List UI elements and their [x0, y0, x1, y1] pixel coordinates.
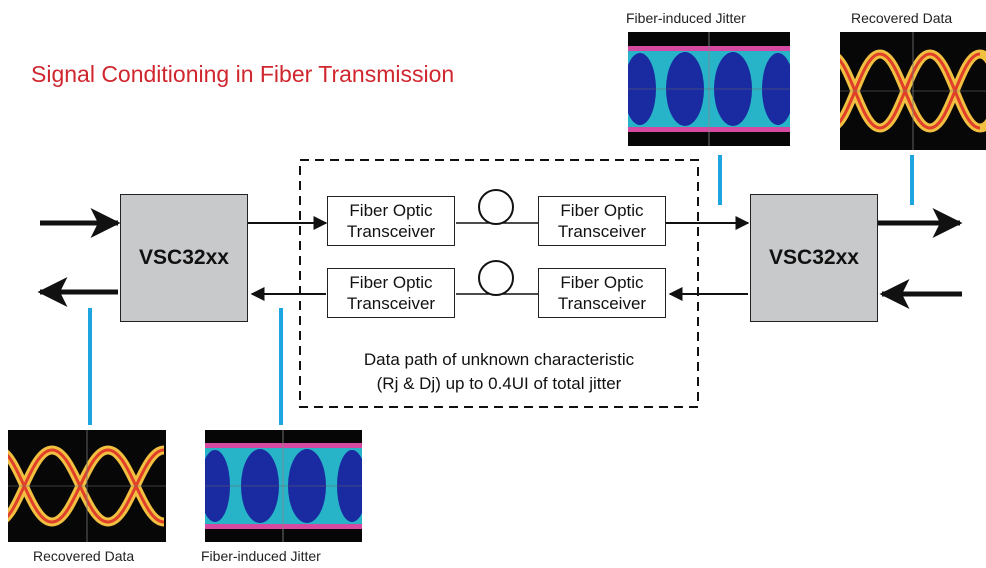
data-path-note: Data path of unknown characteristic (Rj … [305, 348, 693, 396]
data-path-box [299, 159, 699, 408]
scope-label-top-jitter: Fiber-induced Jitter [626, 10, 746, 26]
transceiver-line1: Fiber Optic [560, 201, 644, 220]
scope-label-bottom-recovered: Recovered Data [33, 548, 135, 564]
note-line2: (Rj & Dj) up to 0.4UI of total jitter [376, 374, 622, 393]
jitter-eye-scope-bottom [205, 430, 362, 542]
chip-label: VSC32xx [139, 246, 229, 269]
transceiver-top-right: Fiber Optic Transceiver [538, 196, 666, 246]
transceiver-bottom-right: Fiber Optic Transceiver [538, 268, 666, 318]
recovered-eye-scope-bottom [8, 430, 166, 542]
transceiver-line2: Transceiver [346, 294, 436, 313]
transceiver-line1: Fiber Optic [349, 201, 433, 220]
fiber-coil-bottom [478, 260, 514, 296]
chip-label: VSC32xx [769, 246, 859, 269]
transceiver-bottom-left: Fiber Optic Transceiver [327, 268, 455, 318]
transceiver-line2: Transceiver [346, 222, 436, 241]
transceiver-line1: Fiber Optic [349, 273, 433, 292]
fiber-coil-top [478, 189, 514, 225]
vsc32xx-chip-right: VSC32xx [750, 194, 878, 322]
jitter-eye-scope-top [628, 32, 790, 146]
note-line1: Data path of unknown characteristic [363, 350, 635, 369]
scope-label-bottom-jitter: Fiber-induced Jitter [201, 548, 321, 564]
transceiver-top-left: Fiber Optic Transceiver [327, 196, 455, 246]
recovered-eye-scope-top [840, 32, 986, 150]
transceiver-line2: Transceiver [557, 222, 647, 241]
transceiver-line1: Fiber Optic [560, 273, 644, 292]
diagram-title: Signal Conditioning in Fiber Transmissio… [31, 61, 455, 87]
transceiver-line2: Transceiver [557, 294, 647, 313]
vsc32xx-chip-left: VSC32xx [120, 194, 248, 322]
scope-label-top-recovered: Recovered Data [851, 10, 953, 26]
